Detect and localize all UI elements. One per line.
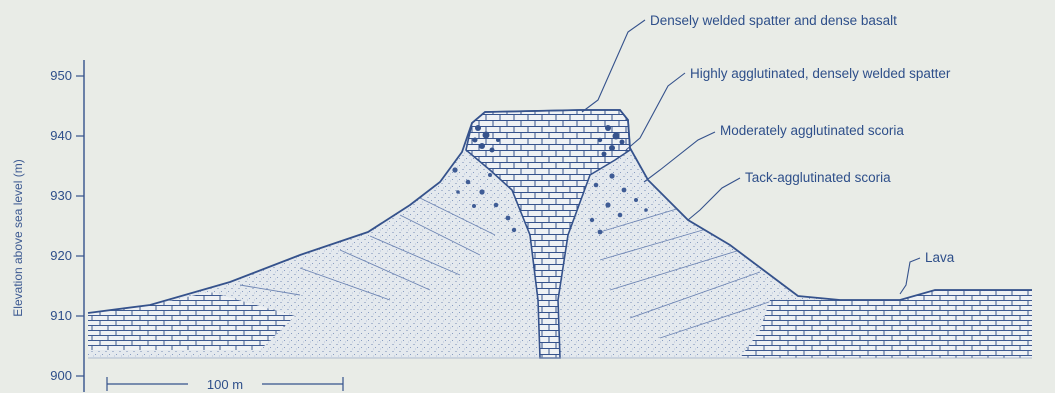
leader-tack-agglutinated: [688, 178, 740, 220]
y-axis-label: Elevation above sea level (m): [11, 159, 25, 316]
y-tick-label: 920: [50, 248, 72, 263]
y-axis: 950 940 930 920 910 900 Elevation above …: [11, 60, 84, 392]
annotation-moderately-agglutinated: Moderately agglutinated scoria: [720, 123, 904, 138]
annotation-highly-agglutinated: Highly agglutinated, densely welded spat…: [690, 66, 951, 81]
scoria-cone: [88, 110, 1032, 358]
y-tick-label: 950: [50, 68, 72, 83]
annotation-lava: Lava: [925, 250, 955, 265]
annotation-tack-agglutinated: Tack-agglutinated scoria: [745, 170, 891, 185]
y-tick-label: 940: [50, 128, 72, 143]
leader-dense-basalt: [582, 20, 645, 112]
annotation-dense-basalt: Densely welded spatter and dense basalt: [650, 13, 897, 28]
leader-highly-agglutinated: [626, 73, 685, 150]
scale-bar-label: 100 m: [207, 377, 243, 392]
y-tick-label: 930: [50, 188, 72, 203]
y-tick-label: 900: [50, 368, 72, 383]
leader-moderately-agglutinated: [644, 132, 715, 182]
leader-lava: [900, 258, 920, 294]
y-tick-label: 910: [50, 308, 72, 323]
scale-bar: 100 m: [107, 377, 343, 392]
